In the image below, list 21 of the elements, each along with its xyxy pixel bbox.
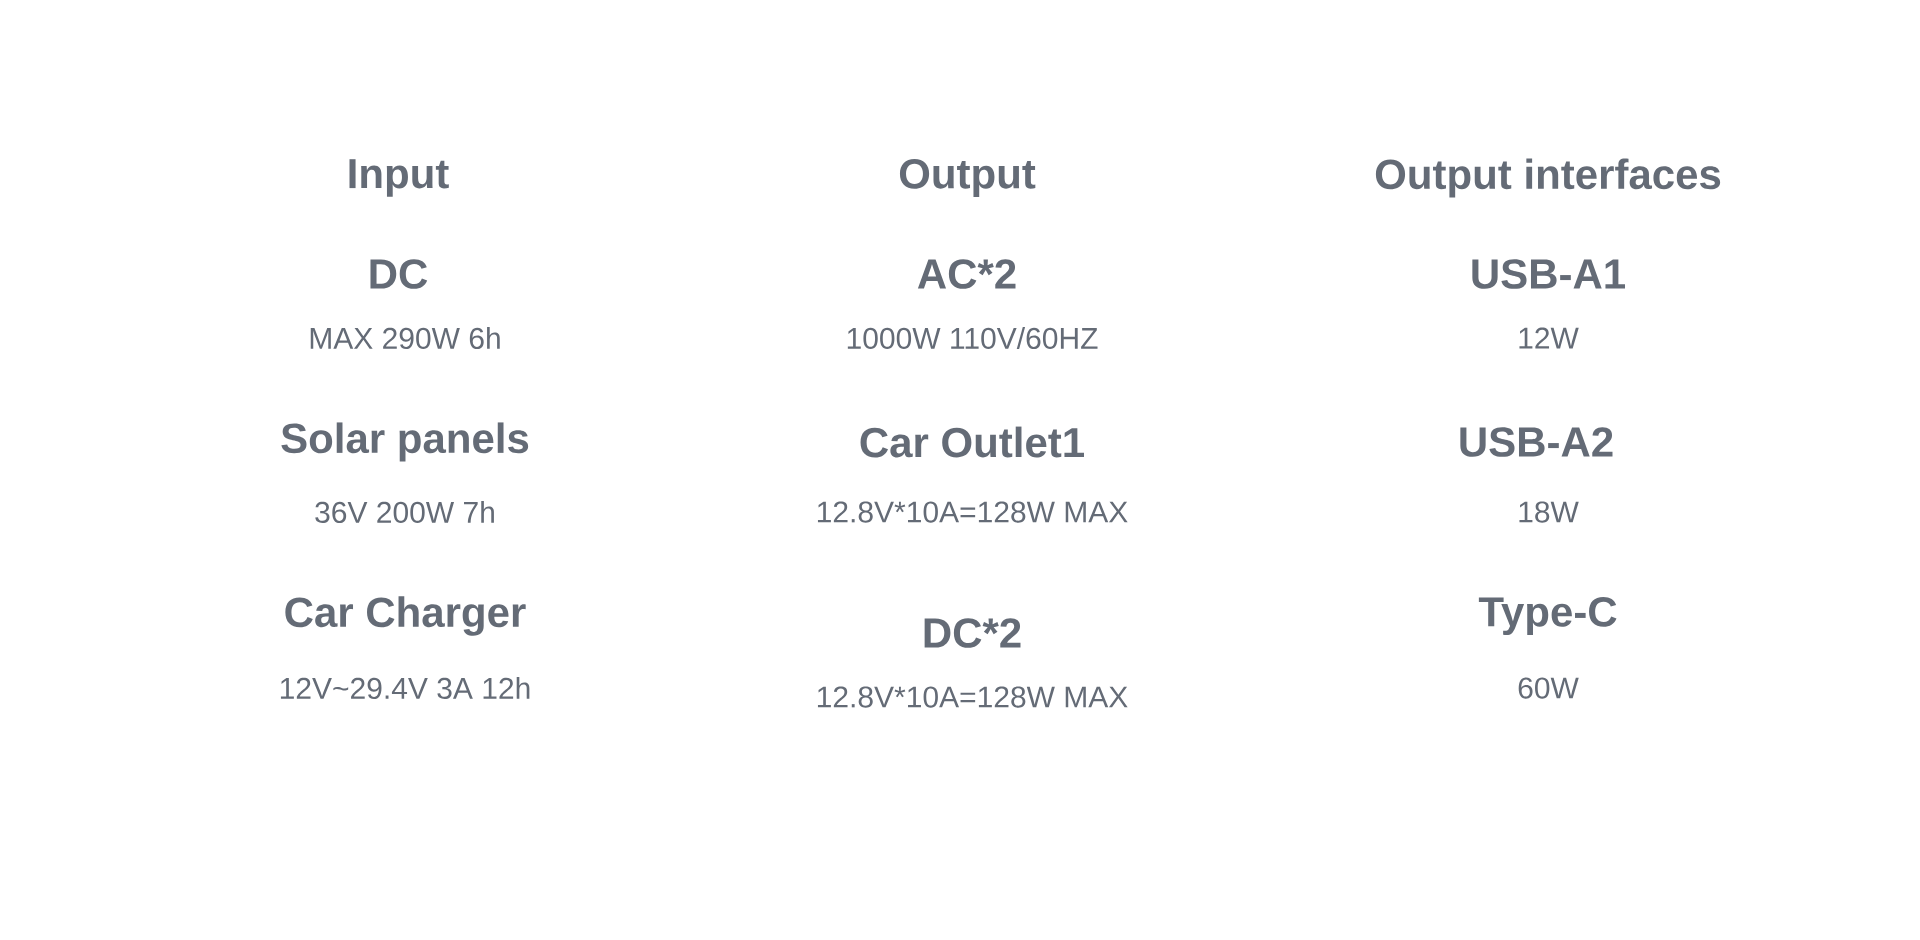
- heading: Solar panels: [281, 422, 529, 462]
- heading: DC*2: [924, 618, 1021, 648]
- heading: Car Charger: [285, 596, 526, 636]
- heading: USB-A2: [1460, 427, 1613, 457]
- heading: DC: [370, 259, 428, 289]
- spec-text: 12V~29.4V 3A 12h: [280, 677, 530, 700]
- spec-text: 12.8V*10A=128W MAX: [817, 501, 1128, 523]
- heading: USB-A1: [1472, 259, 1625, 289]
- spec-text: 1000W 110V/60HZ: [847, 327, 1098, 350]
- heading: AC*2: [917, 259, 1016, 289]
- heading: Output interfaces: [1375, 158, 1721, 198]
- spec-text: 60W: [1518, 677, 1579, 699]
- spec-text: 36V 200W 7h: [315, 501, 494, 524]
- spec-text: 12.8V*10A=128W MAX: [817, 686, 1128, 708]
- spec-text: 12W: [1519, 327, 1579, 349]
- heading: Car Outlet1: [860, 426, 1084, 458]
- spec-text: 18W: [1519, 501, 1579, 523]
- spec-text: MAX 290W 6h: [310, 327, 500, 350]
- heading: Input: [349, 159, 449, 197]
- heading: Output: [899, 159, 1036, 198]
- heading: Type-C: [1478, 597, 1617, 636]
